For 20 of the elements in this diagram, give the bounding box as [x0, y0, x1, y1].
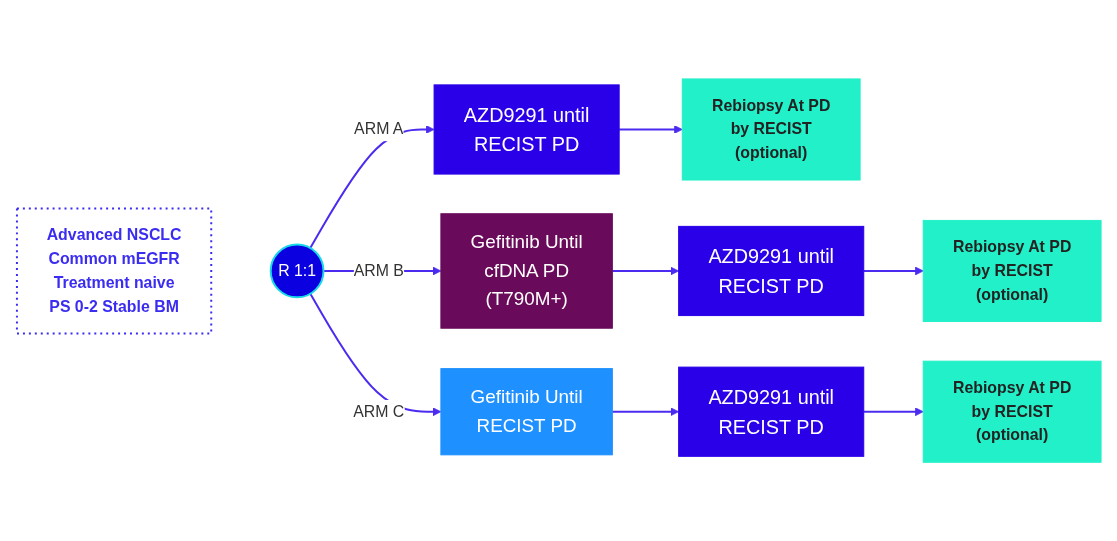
node-box: Gefitinib Until cfDNA PD (T790M+): [439, 213, 613, 329]
node-box: AZD9291 until RECIST PD: [677, 366, 864, 457]
arrow: [610, 407, 679, 416]
arrow: [617, 125, 683, 134]
node-box: Rebiopsy At PD by RECIST (optional): [681, 78, 861, 181]
arrow: [862, 407, 924, 416]
node-box: AZD9291 until RECIST PD: [433, 84, 620, 175]
edge-label: ARM B: [353, 261, 404, 279]
node-box: Gefitinib Until RECIST PD: [439, 368, 613, 456]
arrow: [308, 125, 434, 249]
arrow: [862, 266, 924, 276]
arrow: [308, 292, 441, 416]
node-box: Rebiopsy At PD by RECIST (optional): [922, 360, 1102, 463]
node-box: AZD9291 until RECIST PD: [677, 225, 864, 316]
node-box: Rebiopsy At PD by RECIST (optional): [922, 219, 1102, 322]
edge-label: ARM C: [352, 402, 404, 420]
arrow: [610, 266, 679, 276]
node-circle: R 1:1: [269, 243, 324, 299]
edge-label: ARM A: [353, 120, 403, 138]
node-box: Advanced NSCLC Common mEGFR Treatment naive PS 0-2 Stable BM: [15, 207, 212, 335]
